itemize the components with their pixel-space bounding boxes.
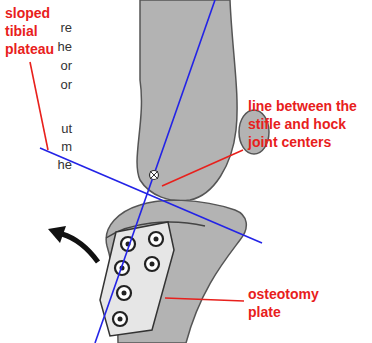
cropped-text: or bbox=[56, 77, 72, 92]
stifle-hock-line bbox=[95, 0, 215, 343]
cropped-text: re bbox=[56, 20, 72, 35]
rotation-arrowhead bbox=[48, 226, 66, 243]
cropped-text: ut bbox=[56, 121, 72, 136]
part-label: line between the stifle and hock joint c… bbox=[248, 97, 366, 151]
leader-line bbox=[30, 62, 48, 150]
plate-screws bbox=[113, 232, 163, 326]
cropped-text: he bbox=[56, 39, 72, 54]
osteotomy-plate bbox=[100, 222, 174, 336]
joint-center-marker bbox=[150, 171, 159, 180]
leader-line bbox=[162, 150, 243, 186]
screw-heads bbox=[118, 237, 159, 322]
cropped-text: m bbox=[56, 139, 72, 154]
leader-line bbox=[165, 298, 244, 301]
part-label: osteotomy plate bbox=[248, 285, 338, 321]
tibial-plateau-line bbox=[40, 148, 262, 243]
cropped-text: he bbox=[56, 157, 72, 172]
rotation-arrow bbox=[62, 234, 98, 262]
femur bbox=[137, 0, 237, 201]
tibia bbox=[106, 200, 246, 343]
cropped-text: or bbox=[56, 58, 72, 73]
